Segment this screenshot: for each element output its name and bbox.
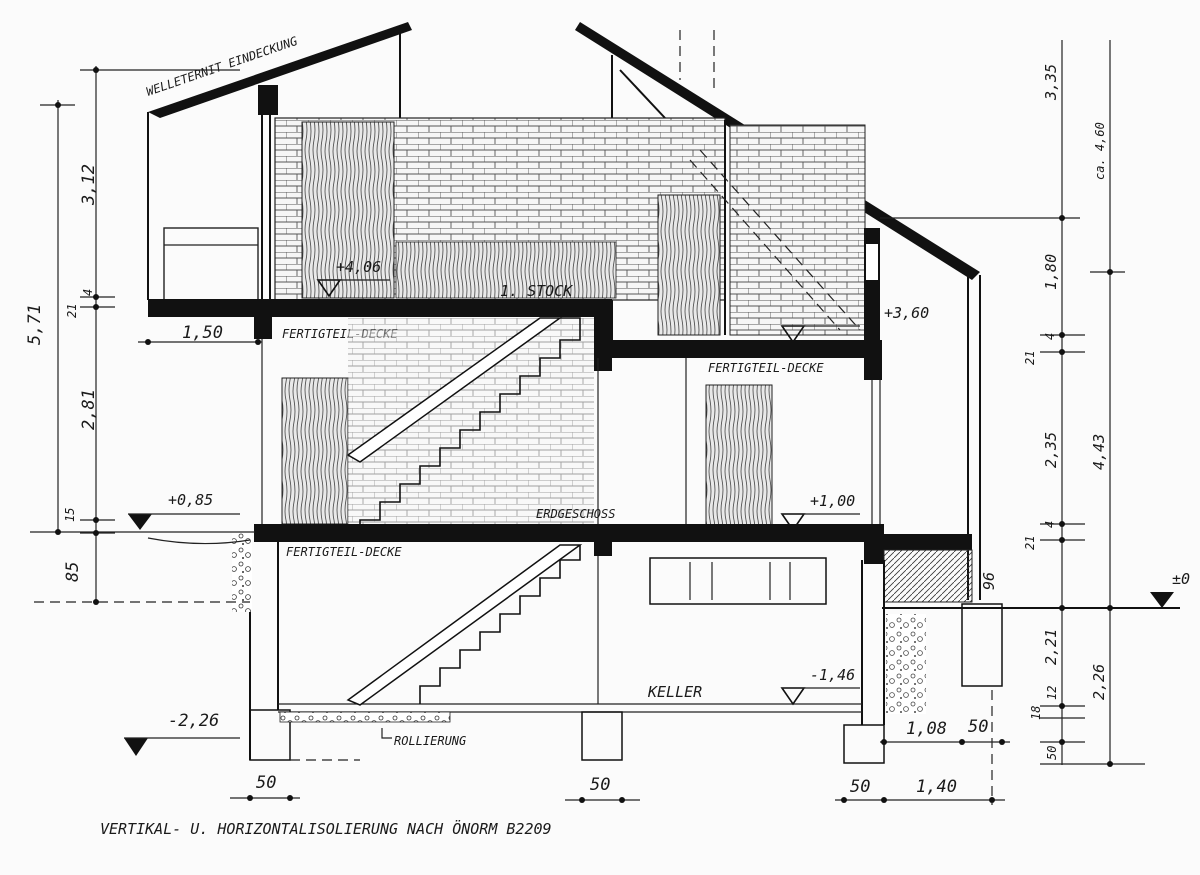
floor-ground-label: ERDGESCHOSS — [536, 507, 615, 521]
level-markers — [124, 279, 1174, 756]
dim-right-443: 4,43 — [1090, 434, 1108, 470]
dim-right-18: 18 — [1029, 706, 1043, 720]
dim-bottom-50b: 50 — [590, 775, 610, 795]
dim-right-4b: 4 — [1043, 521, 1057, 528]
dim-right-460: ca. 4,60 — [1093, 122, 1107, 180]
ground-slab — [254, 524, 973, 603]
dim-left-4: 4 — [81, 289, 95, 296]
dim-bottom-108: 1,08 — [906, 719, 947, 739]
floor-upper-label: 1. STOCK — [500, 282, 573, 300]
level-ground-right: +1,00 — [810, 492, 855, 510]
dim-right-4a: 4 — [1043, 333, 1057, 340]
dim-left-150: 1,50 — [182, 323, 223, 343]
gravel-bed-label: ROLLIERUNG — [394, 734, 466, 748]
dim-right-96: 96 — [980, 572, 998, 590]
dim-right-226: 2,26 — [1090, 664, 1108, 700]
level-upper-left: +4,06 — [336, 258, 381, 276]
dim-left-312: 3,12 — [79, 164, 99, 206]
terrain — [30, 531, 1180, 761]
dims-right-lines — [880, 40, 1145, 767]
dim-left-21: 21 — [65, 304, 79, 318]
dim-bottom-50a: 50 — [256, 773, 276, 793]
level-upper-right: +3,60 — [884, 304, 929, 322]
dim-right-21a: 21 — [1023, 351, 1037, 365]
dim-bottom-50c: 50 — [850, 777, 870, 797]
level-ground-left: +0,85 — [168, 491, 213, 509]
dim-right-12: 12 — [1045, 686, 1059, 700]
level-terrain-right: ±0 — [1172, 570, 1190, 588]
dim-right-221: 2,21 — [1042, 629, 1060, 665]
dim-bottom-140: 1,40 — [916, 777, 957, 797]
dim-right-180: 1,80 — [1042, 254, 1060, 290]
upper-slab — [148, 299, 882, 380]
dim-left-total: 5,71 — [25, 304, 45, 345]
dim-right-335: 3,35 — [1042, 64, 1060, 101]
slab-upper-right-label: FERTIGTEIL-DECKE — [708, 361, 824, 375]
dim-right-235: 2,35 — [1042, 432, 1060, 468]
cellar — [147, 532, 1003, 764]
level-cellar-right: -1,46 — [810, 666, 855, 684]
dim-right-21b: 21 — [1023, 536, 1037, 550]
ground-floor — [261, 317, 881, 526]
floor-cellar-label: KELLER — [647, 683, 702, 701]
dim-bottom-50d: 50 — [968, 717, 988, 737]
dim-left-15: 15 — [63, 508, 77, 522]
dim-left-85: 85 — [63, 562, 83, 582]
upper-floor — [147, 85, 981, 600]
dims-left-lines — [40, 66, 262, 605]
footer-note: VERTIKAL- U. HORIZONTALISOLIERUNG NACH Ö… — [100, 819, 552, 838]
slab-ground-label: FERTIGTEIL-DECKE — [286, 545, 402, 559]
level-cellar-left: -2,26 — [168, 711, 219, 731]
dim-left-281: 2,81 — [79, 389, 99, 430]
dim-right-50: 50 — [1045, 746, 1059, 760]
dims-bottom-lines — [230, 690, 1010, 805]
